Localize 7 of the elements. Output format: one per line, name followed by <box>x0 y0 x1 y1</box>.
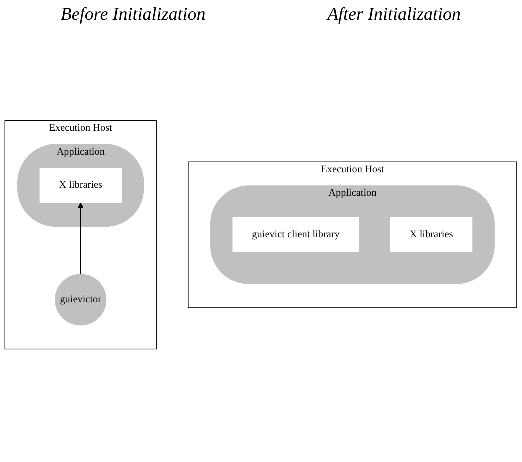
panel-heading: Before Initialization <box>60 4 206 25</box>
node-circle: guievictor <box>55 274 107 326</box>
panel-heading: After Initialization <box>328 4 462 25</box>
node-box: guievict client library <box>232 217 360 253</box>
node-box: X libraries <box>390 217 473 253</box>
arrow <box>78 202 84 275</box>
node-box: X libraries <box>40 168 122 204</box>
